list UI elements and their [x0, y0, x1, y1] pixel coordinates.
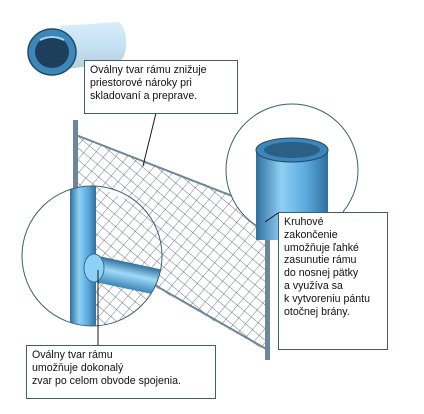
callout-round-line-6: a využíva sa	[284, 279, 343, 292]
callout-oval-frame: Oválny tvar rámu znižuje priestorové nár…	[84, 60, 238, 114]
callout-round-line-7: k vytvoreniu pántu	[284, 292, 370, 305]
callout-weld-line-3: zvar po celom obvode spojenia.	[32, 374, 181, 387]
callout-oval-line-2: priestorové nároky pri	[90, 76, 192, 89]
callout-weld-line-2: umožňuje dokonalý	[32, 361, 124, 374]
callout-round-line-2: zakončenie	[284, 228, 338, 241]
oval-tube-detail	[25, 22, 127, 76]
callout-round-line-3: umožňuje ľahké	[284, 241, 359, 254]
callout-weld: Oválny tvar rámu umožňuje dokonalý zvar …	[26, 345, 216, 399]
leader-line-round	[264, 212, 279, 223]
callout-round-line-1: Kruhové	[284, 216, 324, 228]
callout-round-end: Kruhové zakončenie umožňuje ľahké zasunu…	[278, 212, 388, 350]
callout-round-line-5: do nosnej pätky	[284, 267, 359, 280]
callout-weld-line-1: Oválny tvar rámu	[32, 349, 113, 361]
fence-post-right	[265, 204, 270, 360]
callout-oval-line-1: Oválny tvar rámu znižuje	[90, 64, 207, 76]
callout-oval-line-3: skladovaní a preprave.	[90, 89, 198, 102]
callout-round-line-4: zasunutie rámu	[284, 254, 357, 267]
leader-line-oval	[142, 112, 157, 167]
callout-round-line-8: otočnej brány.	[284, 305, 350, 318]
weld-detail	[21, 185, 163, 327]
